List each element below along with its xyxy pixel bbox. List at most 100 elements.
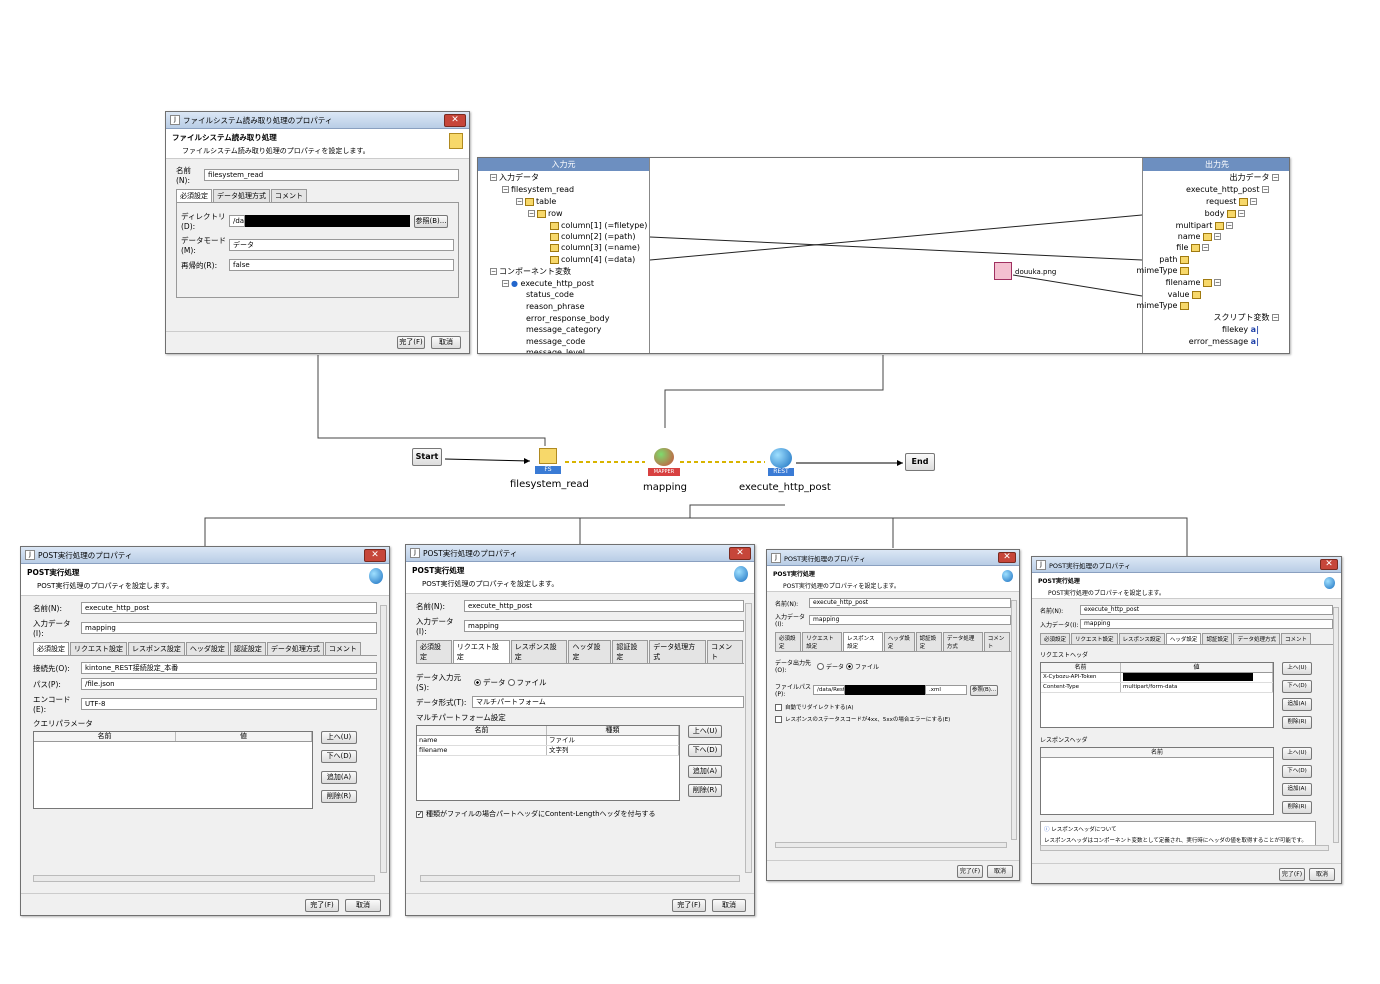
execute-http-post-node[interactable]: REST [766,446,796,476]
tree-node[interactable]: mimeType [1136,300,1191,311]
radio-data[interactable] [474,678,481,686]
response-header-table[interactable]: 名前 [1040,747,1274,815]
radio-file[interactable] [846,662,854,670]
tab-required[interactable]: 必須設定 [775,632,802,651]
add-button[interactable]: 追加(A) [1282,698,1312,711]
down-button[interactable]: 下へ(D) [1282,765,1312,778]
query-params-table[interactable]: 名前値 [33,731,313,809]
tab-data-processing[interactable]: データ処理方式 [942,632,983,651]
input-field[interactable]: mapping [81,622,377,634]
down-button[interactable]: 下へ(D) [1282,680,1312,693]
tree-node[interactable]: −filesystem_read [502,185,575,194]
redirect-checkbox[interactable] [775,703,782,711]
encode-select[interactable]: UTF-8 [81,698,377,710]
tree-node[interactable]: −コンポーネント変数 [490,267,571,276]
add-button[interactable]: 追加(A) [688,765,722,778]
tree-node[interactable]: −table [516,197,557,206]
tree-node[interactable]: request − [1206,197,1257,206]
start-node[interactable]: Start [412,448,442,466]
tab-comment[interactable]: コメント [1280,633,1311,644]
name-field[interactable]: execute_http_post [464,600,744,612]
table-row[interactable]: X-Cybozu-API-Token [1041,673,1273,683]
tab-required[interactable]: 必須設定 [416,640,452,663]
down-button[interactable]: 下へ(D) [688,744,722,757]
browse-button[interactable]: 参照(B)... [414,214,448,228]
tree-node[interactable]: filename − [1165,278,1221,287]
tree-node[interactable]: error_response_body [526,314,610,323]
tree-node[interactable]: error_message a| [1188,337,1259,346]
close-button[interactable]: ✕ [444,114,466,127]
path-field[interactable]: /file.json [81,678,377,690]
close-button[interactable]: ✕ [998,552,1016,563]
name-field[interactable]: filesystem_read [204,169,459,181]
tree-node[interactable]: column[1] (=filetype) [550,220,647,231]
delete-button[interactable]: 削除(R) [688,784,722,797]
end-node[interactable]: End [905,453,935,471]
tab-auth[interactable]: 認証設定 [915,632,942,651]
script-icon[interactable] [994,262,1012,280]
horizontal-scrollbar[interactable] [420,875,740,882]
tab-header[interactable]: ヘッダ設定 [568,640,612,663]
cancel-button[interactable]: 取消 [345,899,381,912]
tree-node[interactable]: スクリプト変数 − [1213,313,1279,322]
dir-field[interactable]: /data [229,215,245,227]
up-button[interactable]: 上へ(U) [321,731,357,744]
tab-request[interactable]: リクエスト設定 [70,642,127,655]
tree-node[interactable]: message_level [526,348,585,354]
tab-required[interactable]: 必須設定 [176,189,212,202]
tab-comment[interactable]: コメント [324,642,361,655]
recursive-select[interactable]: false [229,259,454,271]
tree-node[interactable]: column[3] (=name) [550,242,640,253]
radio-data[interactable] [817,662,824,670]
ok-button[interactable]: 完了(F) [397,336,425,349]
tree-node[interactable]: −row [528,209,563,218]
tab-data-processing[interactable]: データ処理方式 [1233,633,1280,644]
input-field[interactable]: mapping [464,620,744,632]
close-button[interactable]: ✕ [729,547,751,560]
delete-button[interactable]: 削除(R) [1282,801,1312,814]
delete-button[interactable]: 削除(R) [1282,716,1312,729]
tree-node[interactable]: path [1159,254,1191,265]
tree-node[interactable]: body − [1204,209,1245,218]
tree-node[interactable]: execute_http_post − [1186,185,1269,194]
up-button[interactable]: 上へ(U) [1282,747,1312,760]
tab-response[interactable]: レスポンス設定 [128,642,185,655]
tree-node[interactable]: message_category [526,325,602,334]
close-button[interactable]: ✕ [1320,559,1338,570]
add-button[interactable]: 追加(A) [321,771,357,784]
tree-node[interactable]: column[4] (=data) [550,254,635,265]
tab-response[interactable]: レスポンス設定 [510,640,568,663]
tab-required[interactable]: 必須設定 [33,642,69,655]
mode-select[interactable]: データ [229,239,454,251]
tree-node[interactable]: 出力データ − [1229,173,1279,182]
up-button[interactable]: 上へ(U) [688,725,722,738]
input-field[interactable]: mapping [809,615,1011,625]
up-button[interactable]: 上へ(U) [1282,662,1312,675]
tree-node[interactable]: column[2] (=path) [550,231,635,242]
vertical-scrollbar[interactable] [1333,607,1339,843]
delete-button[interactable]: 削除(R) [321,790,357,803]
tab-header[interactable]: ヘッダ設定 [1165,633,1202,644]
tree-node[interactable]: filekey a| [1221,325,1259,334]
tab-comment[interactable]: コメント [271,189,307,202]
tab-request[interactable]: リクエスト設定 [1071,633,1118,644]
tree-node[interactable]: name − [1177,232,1221,241]
radio-file[interactable] [507,678,515,686]
tree-node[interactable]: −● execute_http_post [502,279,594,288]
cancel-button[interactable]: 取消 [987,865,1013,878]
tab-required[interactable]: 必須設定 [1040,633,1071,644]
vertical-scrollbar[interactable] [745,603,752,873]
tree-node[interactable]: −入力データ [490,173,539,182]
horizontal-scrollbar[interactable] [33,875,375,882]
tab-response[interactable]: レスポンス設定 [1118,633,1165,644]
tab-data-processing[interactable]: データ処理方式 [213,189,270,202]
content-length-checkbox[interactable]: ✓ [416,809,423,818]
ok-button[interactable]: 完了(F) [957,865,983,878]
tab-comment[interactable]: コメント [707,640,744,663]
error-checkbox[interactable] [775,715,782,723]
tab-response[interactable]: レスポンス設定 [843,632,883,651]
format-select[interactable]: マルチパートフォーム [472,696,744,708]
tab-data-processing[interactable]: データ処理方式 [266,642,324,655]
